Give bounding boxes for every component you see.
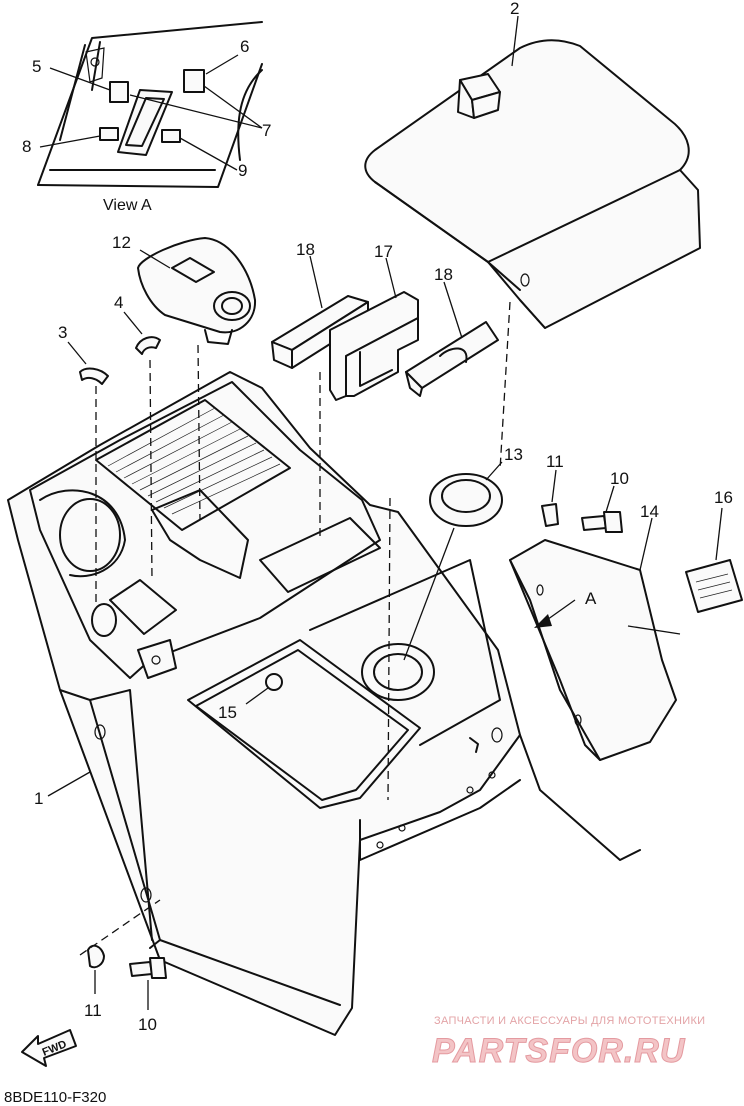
part-10-bolt-left xyxy=(129,957,167,1010)
part-4-clip xyxy=(123,311,161,355)
view-a-inset xyxy=(37,21,263,188)
callout-3: 3 xyxy=(58,323,67,342)
watermark-logo: PARTSFOR.RU xyxy=(432,1032,686,1070)
part-2-lid xyxy=(364,15,701,329)
part-18-pad-right xyxy=(405,281,499,397)
hatched-recess xyxy=(107,407,281,515)
callout-16: 16 xyxy=(714,488,733,507)
callout-2: 2 xyxy=(510,0,519,18)
callout-11-left: 11 xyxy=(84,1001,102,1020)
part-12-cap xyxy=(137,237,257,345)
callout-18-right: 18 xyxy=(434,265,453,284)
view-a-caption: View A xyxy=(103,197,152,214)
callout-6: 6 xyxy=(240,37,249,56)
watermark-tagline: ЗАПЧАСТИ И АКСЕССУАРЫ ДЛЯ МОТОТЕХНИКИ xyxy=(434,1015,705,1027)
part-13-grommet xyxy=(403,461,503,661)
callout-13: 13 xyxy=(504,445,523,464)
grommet-6 xyxy=(183,69,205,93)
assembly-lines xyxy=(79,301,511,956)
view-a-arrow: A xyxy=(534,589,597,628)
callout-15: 15 xyxy=(218,703,237,722)
callout-4: 4 xyxy=(114,293,123,312)
arrow-a-label: A xyxy=(585,589,597,608)
part-11-nut-left xyxy=(87,944,105,994)
callout-10-right: 10 xyxy=(610,469,629,488)
callout-1: 1 xyxy=(34,789,43,808)
callout-8: 8 xyxy=(22,137,31,156)
part-14-side-panel xyxy=(509,517,681,761)
callout-9: 9 xyxy=(238,161,247,180)
part-17-bracket xyxy=(329,257,419,401)
grommet-5 xyxy=(109,81,129,103)
callout-17: 17 xyxy=(374,242,393,261)
grommet-8 xyxy=(99,127,119,141)
part-3-clip xyxy=(67,341,109,385)
callout-14: 14 xyxy=(640,502,659,521)
fwd-arrow: FWD xyxy=(21,1029,77,1067)
part-15-plug xyxy=(245,673,283,705)
callout-18-left: 18 xyxy=(296,240,315,259)
callout-12: 12 xyxy=(112,233,131,252)
watermark: ЗАПЧАСТИ И АКСЕССУАРЫ ДЛЯ МОТОТЕХНИКИ PA… xyxy=(432,1015,706,1071)
grommet-9 xyxy=(161,129,181,143)
callout-5: 5 xyxy=(32,57,41,76)
callout-7: 7 xyxy=(262,121,271,140)
part-10-bolt-right xyxy=(581,485,623,533)
diagram-code: 8BDE110-F320 xyxy=(4,1089,106,1106)
callout-11-right: 11 xyxy=(546,452,564,471)
part-11-nut-right xyxy=(541,469,559,527)
callout-10-left: 10 xyxy=(138,1015,157,1034)
part-1-console-body xyxy=(7,371,641,1036)
part-16-label xyxy=(685,507,743,613)
